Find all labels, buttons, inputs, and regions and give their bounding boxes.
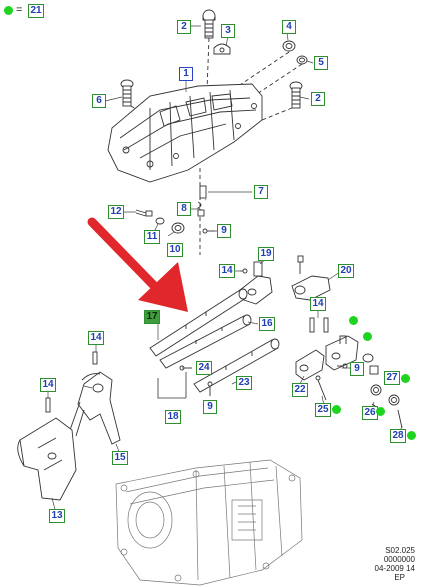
callout-5[interactable]: 5 [314, 56, 328, 70]
bolt-part-2-right [289, 81, 303, 109]
pin-part-7 [199, 185, 207, 199]
footer-line-3: 04-2009 14 [374, 564, 415, 573]
callout-27[interactable]: 27 [384, 371, 400, 385]
pin-part-14-bottom [45, 397, 51, 413]
red-pointer-arrow [87, 217, 188, 312]
callout-23[interactable]: 23 [236, 376, 252, 390]
kit-dot-6 [407, 431, 416, 440]
bolt-part-2-top [202, 9, 216, 39]
callout-6[interactable]: 6 [92, 94, 106, 108]
top-cover-part-1 [107, 83, 263, 183]
callout-28[interactable]: 28 [390, 429, 406, 443]
pin-part-9-mid [202, 228, 215, 234]
kit-dot-5 [376, 407, 385, 416]
callout-8[interactable]: 8 [177, 202, 191, 216]
callout-3[interactable]: 3 [221, 24, 235, 38]
kit-dot-4 [332, 405, 341, 414]
callout-25[interactable]: 25 [315, 403, 331, 417]
bracket-part-3 [213, 43, 231, 55]
callout-14-right[interactable]: 14 [310, 297, 326, 311]
kit-dot-3 [401, 374, 410, 383]
callout-22[interactable]: 22 [292, 383, 308, 397]
legend-dot [4, 6, 13, 15]
shift-fork-part-15 [69, 371, 121, 445]
callout-20[interactable]: 20 [338, 264, 354, 278]
selector-part-22 [295, 349, 325, 381]
callout-1[interactable]: 1 [179, 67, 193, 81]
pin-part-14-left [92, 351, 98, 365]
footer-line-2: 0000000 [383, 555, 415, 564]
callout-12[interactable]: 12 [108, 205, 124, 219]
callout-11[interactable]: 11 [144, 230, 160, 244]
shift-rail-part-17 [149, 288, 248, 357]
pin-part-14-top [240, 268, 248, 274]
pin-part-9-upper [297, 255, 304, 274]
selector-housing [325, 335, 359, 371]
callout-24[interactable]: 24 [196, 361, 212, 375]
seal-part-11 [155, 217, 165, 225]
callout-9-mid[interactable]: 9 [217, 224, 231, 238]
callout-14-left[interactable]: 14 [88, 331, 104, 345]
bushing-part-5 [296, 55, 308, 65]
callout-14-top[interactable]: 14 [219, 264, 235, 278]
callout-4[interactable]: 4 [282, 20, 296, 34]
callout-2-top[interactable]: 2 [177, 20, 191, 34]
legend-equals: = [16, 4, 23, 16]
plug-part-10 [171, 222, 185, 234]
callout-18[interactable]: 18 [165, 410, 181, 424]
callout-10[interactable]: 10 [167, 243, 183, 257]
gearbox-housing [115, 459, 303, 586]
callout-13[interactable]: 13 [49, 509, 65, 523]
legend-ref-21[interactable]: 21 [28, 4, 44, 18]
callout-17-highlighted[interactable]: 17 [144, 310, 160, 324]
callout-19[interactable]: 19 [258, 247, 274, 261]
callout-9-right[interactable]: 9 [350, 362, 364, 376]
shift-rail-part-23 [193, 338, 280, 393]
spring-part-8 [196, 201, 205, 217]
callout-16[interactable]: 16 [259, 317, 275, 331]
callout-2-right[interactable]: 2 [311, 92, 325, 106]
bolt-part-6 [120, 79, 134, 107]
footer-line-1: S02.025 [385, 546, 415, 555]
pin-part-14-right-pair [309, 317, 329, 333]
bushing-part-4 [282, 40, 296, 52]
pin-part-12 [135, 209, 153, 217]
selector-part-20 [291, 275, 331, 301]
kit-dot-1 [349, 316, 358, 325]
kit-dot-2 [363, 332, 372, 341]
pin-part-9-lower [207, 381, 213, 396]
shift-rail-part-16 [159, 314, 252, 369]
callout-9-lower[interactable]: 9 [203, 400, 217, 414]
footer-line-4: EP [394, 573, 405, 582]
callout-7[interactable]: 7 [254, 185, 268, 199]
selector-part-19 [239, 261, 273, 305]
diagram-reference-footer: S02.025 0000000 04-2009 14 EP [375, 546, 415, 582]
shift-fork-part-13 [17, 417, 77, 501]
callout-15[interactable]: 15 [112, 451, 128, 465]
pin-part-25 [315, 375, 327, 401]
callout-14-bottom[interactable]: 14 [40, 378, 56, 392]
